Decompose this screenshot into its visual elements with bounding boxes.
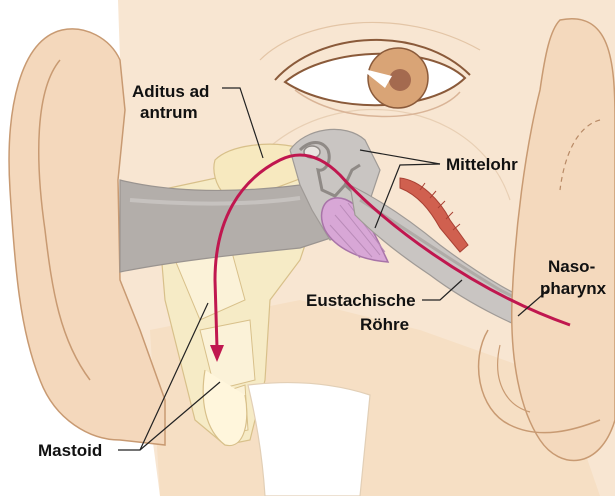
label-aditus-line1: Aditus ad <box>132 82 209 101</box>
label-aditus-line2: antrum <box>140 103 198 122</box>
skull-base-plate <box>248 382 370 496</box>
label-mastoid: Mastoid <box>38 441 102 460</box>
label-eustachische-line1: Eustachische <box>306 291 416 310</box>
label-naso-line1: Naso- <box>548 257 595 276</box>
pupil <box>389 69 411 91</box>
label-eustachische-line2: Röhre <box>360 315 409 334</box>
label-naso-line2: pharynx <box>540 279 607 298</box>
label-mittelohr: Mittelohr <box>446 155 518 174</box>
